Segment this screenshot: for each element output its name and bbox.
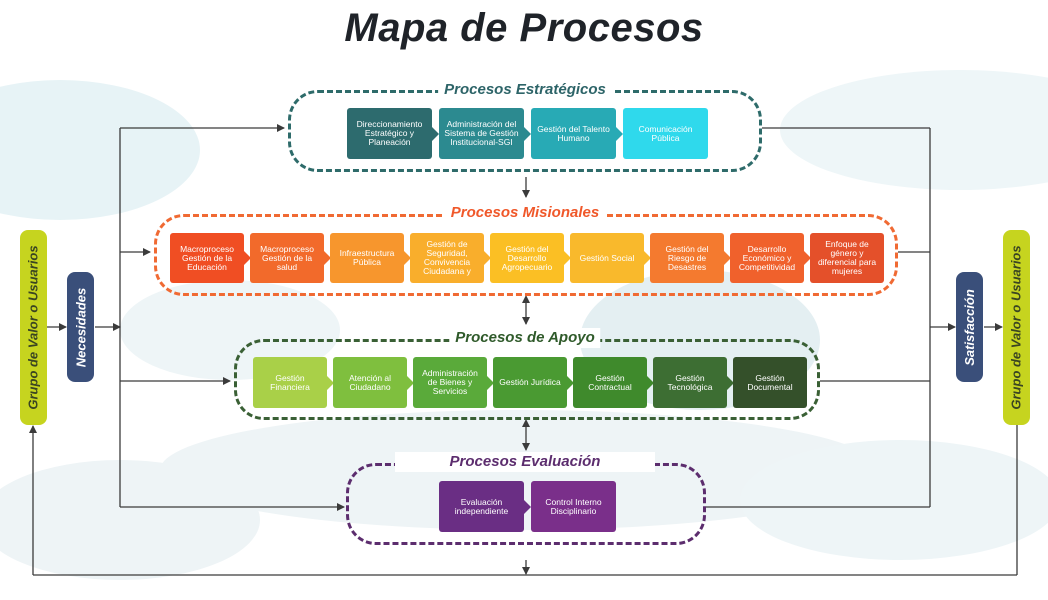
process-apoyo-5: Gestión Contractual (573, 357, 654, 408)
page-title: Mapa de Procesos (344, 6, 704, 50)
process-misionales-4: Gestión de Seguridad, Convivencia Ciudad… (410, 233, 491, 283)
grupo-valor-left: Grupo de Valor o Usuarios (20, 230, 47, 425)
process-estrategicos-1: Direccionamiento Estratégico y Planeació… (347, 108, 439, 159)
satisfaccion-label: Satisfacción (962, 288, 977, 366)
process-evaluacion-1: Evaluación independiente (439, 481, 531, 532)
process-apoyo-2: Atención al Ciudadano (333, 357, 414, 408)
label-estrategicos: Procesos Estratégicos (438, 80, 612, 100)
process-misionales-9: Enfoque de género y diferencial para muj… (810, 233, 884, 283)
process-misionales-3: Infraestructura Pública (330, 233, 411, 283)
grupo-valor-right: Grupo de Valor o Usuarios (1003, 230, 1030, 425)
process-estrategicos-4: Comunicación Pública (623, 108, 708, 159)
process-apoyo-3: Administración de Bienes y Servicios (413, 357, 494, 408)
necesidades-label: Necesidades (73, 287, 88, 367)
process-apoyo-4: Gestión Jurídica (493, 357, 574, 408)
necesidades-pill: Necesidades (67, 272, 94, 382)
grupo-valor-left-label: Grupo de Valor o Usuarios (26, 245, 41, 410)
label-evaluacion: Procesos Evaluación (395, 452, 655, 472)
process-misionales-8: Desarrollo Económico y Competitividad (730, 233, 811, 283)
satisfaccion-pill: Satisfacción (956, 272, 983, 382)
process-misionales-7: Gestión del Riesgo de Desastres (650, 233, 731, 283)
process-misionales-5: Gestión del Desarrollo Agropecuario (490, 233, 571, 283)
process-evaluacion-2: Control Interno Disciplinario (531, 481, 616, 532)
label-misionales: Procesos Misionales (444, 203, 606, 223)
process-apoyo-7: Gestión Documental (733, 357, 807, 408)
process-misionales-1: Macroproceso Gestión de la Educación (170, 233, 251, 283)
process-estrategicos-2: Administración del Sistema de Gestión In… (439, 108, 531, 159)
process-estrategicos-3: Gestión del Talento Humano (531, 108, 623, 159)
process-apoyo-1: Gestión Financiera (253, 357, 334, 408)
process-misionales-6: Gestión Social (570, 233, 651, 283)
process-misionales-2: Macroproceso Gestión de la salud (250, 233, 331, 283)
label-apoyo: Procesos de Apoyo (449, 328, 601, 348)
process-apoyo-6: Gestión Tecnológica (653, 357, 734, 408)
grupo-valor-right-label: Grupo de Valor o Usuarios (1009, 245, 1024, 410)
